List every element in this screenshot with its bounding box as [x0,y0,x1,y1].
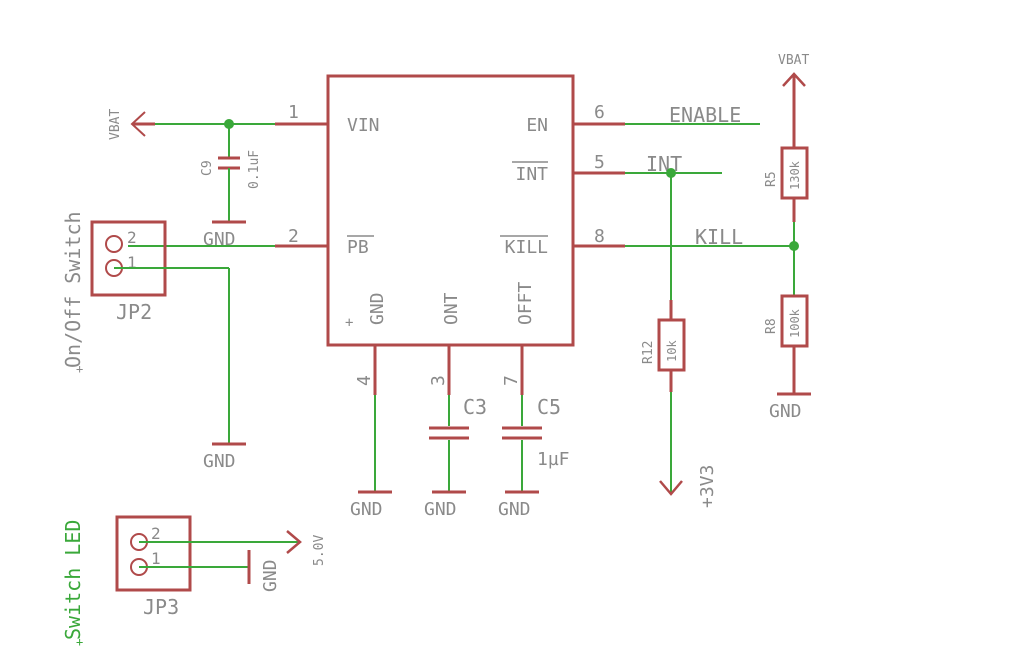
jp2-pin2-label: 2 [127,228,137,247]
gnd-c3: GND [424,499,457,520]
net-int-label: INT [646,152,682,176]
net-3v3-label: +3V3 [697,465,718,508]
ic-pin-num-4: 4 [354,375,375,386]
jp2-label: On/Off Switch [61,211,85,368]
net-kill-label: KILL [695,225,743,249]
r8-value: 100k [788,308,802,338]
ic-pin-num-7: 7 [501,375,522,386]
gnd-c9: GND [203,229,236,250]
ic-pin-int: INT [515,164,548,185]
jp2-pin1-label: 1 [127,253,137,272]
jp3-pin1-label: 1 [151,549,161,568]
gnd-jp2: GND [203,451,236,472]
ic-pin-pb: PB [347,237,369,258]
jp3-body [115,515,192,592]
r8-name: R8 [764,318,779,334]
ic-pin-num-1: 1 [288,102,299,123]
vbat-top-label: VBAT [778,53,809,68]
net-enable-label: ENABLE [669,103,741,127]
ic-pin-offt: OFFT [515,281,536,325]
r12-value: 10k [665,340,679,362]
c5-value: 1µF [537,449,570,470]
c9-value: 0.1uF [247,150,262,189]
r12-name: R12 [641,341,656,364]
gnd-r8: GND [769,401,802,422]
ic-pin-num-5: 5 [594,152,605,173]
jp2-body [90,220,167,297]
r5-name: R5 [764,171,779,187]
jp3-label: Switch LED [61,520,85,640]
ic-plus-mark: + [345,315,353,331]
ic-pin-en: EN [526,115,548,136]
jp2-plus: + [76,362,83,376]
r5-value: 130k [788,160,802,190]
gnd-pin4: GND [350,499,383,520]
jp2-name: JP2 [116,300,152,324]
ic-pin-num-8: 8 [594,226,605,247]
ic-pin-ont: ONT [441,292,462,325]
ic-pin-gnd: GND [367,292,388,325]
jp2-pin-2 [105,235,123,253]
c9-name: C9 [200,160,215,176]
ic-pin-num-2: 2 [288,226,299,247]
gnd-jp3: GND [260,559,281,592]
ic-pin-vin: VIN [347,115,380,136]
jp3-pin2-label: 2 [151,524,161,543]
ic-pin-kill: KILL [505,237,549,258]
ic-pin-num-3: 3 [428,375,449,386]
net-5v-label: 5.0V [312,535,327,566]
c5-name: C5 [537,395,561,419]
gnd-c5: GND [498,499,531,520]
vbat-left-label: VBAT [108,109,123,140]
jp3-name: JP3 [143,595,179,619]
jp3-plus: + [76,635,83,649]
ic-pin-num-6: 6 [594,102,605,123]
c3-name: C3 [463,395,487,419]
